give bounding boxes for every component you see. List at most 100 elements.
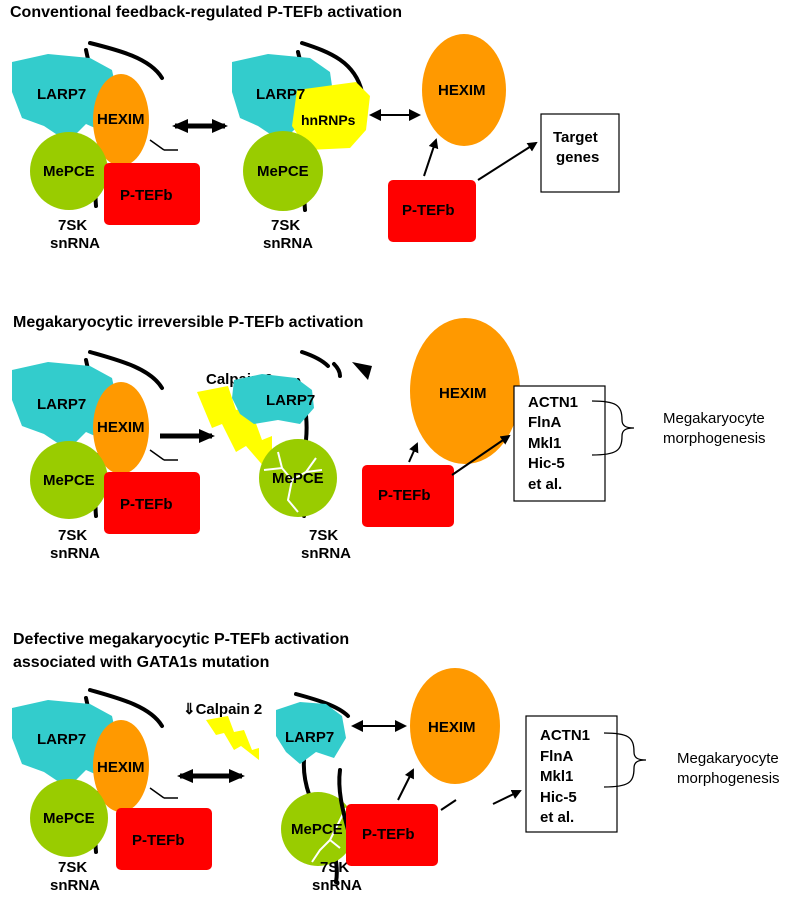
calpain-2-reduced: ⇓Calpain 2	[183, 701, 262, 760]
ptefb-7sk-complex: LARP7 HEXIM MePCE P-TEFb 7SK snRNA	[12, 688, 212, 894]
larp7-label: LARP7	[285, 729, 334, 746]
7sk-label: 7SK	[58, 859, 87, 876]
hnrnps-label: hnRNPs	[301, 112, 356, 128]
7sk-rna-strand	[88, 41, 164, 80]
mepce-cleaved-shape	[281, 792, 355, 866]
gene-flna: FlnA	[540, 748, 573, 765]
hexim-release-arrow	[423, 138, 439, 177]
larp7-label: LARP7	[266, 392, 315, 409]
hexim-label: HEXIM	[97, 419, 145, 436]
hexim-shape	[410, 318, 520, 464]
outcome-line2: morphogenesis	[663, 430, 766, 447]
partially-cleaved-7sk-complex: LARP7 MePCE 7SK snRNA	[276, 692, 362, 894]
calpain-label: ⇓Calpain 2	[183, 701, 262, 718]
ptefb-shape	[104, 472, 200, 534]
larp7-shape	[12, 54, 118, 142]
larp7-shape	[276, 702, 346, 764]
7sk-rna-strand	[294, 692, 350, 718]
hexim-release-arrow	[397, 768, 414, 801]
ptefb-label: P-TEFb	[402, 202, 455, 219]
hexim-label: HEXIM	[97, 111, 145, 128]
panel-megakaryocytic: Megakaryocytic irreversible P-TEFb activ…	[12, 314, 766, 562]
snrna-label: snRNA	[312, 877, 362, 894]
hexim-label: HEXIM	[428, 719, 476, 736]
rna-fragment-wedge	[352, 362, 372, 380]
ptefb-activation-arrow	[451, 434, 511, 476]
snrna-label: snRNA	[301, 545, 351, 562]
larp7-shape	[12, 700, 118, 788]
hexim-shape	[410, 668, 500, 784]
hexim-label: HEXIM	[439, 385, 487, 402]
7sk-rna-strand	[88, 688, 164, 728]
hexim-release-arrow	[408, 442, 419, 463]
panel-defective: Defective megakaryocytic P-TEFb activati…	[12, 631, 780, 894]
gene-et-al: et al.	[528, 476, 562, 493]
ptefb-label: P-TEFb	[120, 496, 173, 513]
gene-hic5: Hic-5	[528, 455, 565, 472]
hexim-shape	[93, 382, 149, 474]
ptefb-label: P-TEFb	[120, 187, 173, 204]
inhibition-line	[149, 787, 165, 799]
ptefb-shape	[388, 180, 476, 242]
megakaryocyte-genes-box	[525, 715, 618, 833]
gene-mkl1: Mkl1	[540, 768, 573, 785]
weak-activation-arrow	[492, 789, 522, 805]
lightning-icon	[206, 716, 259, 760]
ptefb-shape	[362, 465, 454, 527]
ptefb-shape	[104, 163, 200, 225]
gene-flna: FlnA	[528, 414, 561, 431]
snrna-label: snRNA	[50, 877, 100, 894]
mepce-crack	[311, 807, 347, 863]
gene-hic5: Hic-5	[540, 789, 577, 806]
7sk-label: 7SK	[58, 217, 87, 234]
larp7-shape	[12, 362, 118, 450]
target-genes-line2: genes	[556, 149, 599, 166]
hexim-shape	[93, 720, 149, 812]
snrna-label: snRNA	[50, 235, 100, 252]
snrna-label: snRNA	[263, 235, 313, 252]
gene-actn1: ACTN1	[528, 394, 578, 411]
gene-bracket	[603, 732, 647, 788]
7sk-label: 7SK	[309, 527, 338, 544]
gene-et-al: et al.	[540, 809, 574, 826]
hexim-label: HEXIM	[438, 82, 486, 99]
larp7-shape	[232, 374, 314, 424]
gene-bracket	[591, 400, 635, 456]
larp7-label: LARP7	[37, 731, 86, 748]
weak-activation-line	[440, 799, 457, 811]
outcome-line1: Megakaryocyte	[663, 410, 765, 427]
ptefb-shape	[346, 804, 438, 866]
ptefb-activation-arrow	[477, 141, 538, 181]
larp7-label: LARP7	[37, 86, 86, 103]
mepce-shape	[30, 779, 108, 857]
mepce-label: MePCE	[272, 470, 324, 487]
inhibition-line	[149, 449, 165, 461]
7sk-rna-strand	[88, 350, 164, 390]
mepce-shape	[30, 132, 108, 210]
7sk-label: 7SK	[271, 217, 300, 234]
mepce-label: MePCE	[43, 163, 95, 180]
panel-title: Conventional feedback-regulated P-TEFb a…	[10, 4, 402, 21]
7sk-rna-strand	[300, 41, 364, 94]
larp7-label: LARP7	[37, 396, 86, 413]
mepce-label: MePCE	[257, 163, 309, 180]
mepce-cleaved-shape	[259, 439, 337, 517]
hnrnps-shape	[292, 82, 370, 150]
mepce-shape	[30, 441, 108, 519]
mepce-label: MePCE	[43, 472, 95, 489]
target-genes-line1: Target	[553, 129, 598, 146]
7sk-label: 7SK	[58, 527, 87, 544]
mepce-label: MePCE	[291, 821, 343, 838]
mepce-shape	[243, 131, 323, 211]
ptefb-7sk-complex: LARP7 HEXIM MePCE P-TEFb 7SK snRNA	[12, 41, 200, 252]
snrna-label: snRNA	[50, 545, 100, 562]
ptefb-7sk-complex: LARP7 HEXIM MePCE P-TEFb 7SK snRNA	[12, 350, 200, 562]
ptefb-shape	[116, 808, 212, 870]
mepce-crack	[263, 451, 323, 513]
ptefb-label: P-TEFb	[362, 826, 415, 843]
megakaryocyte-genes-box	[513, 385, 606, 502]
cleaved-7sk-complex: LARP7 MePCE 7SK snRNA	[232, 350, 372, 562]
hexim-label: HEXIM	[97, 759, 145, 776]
